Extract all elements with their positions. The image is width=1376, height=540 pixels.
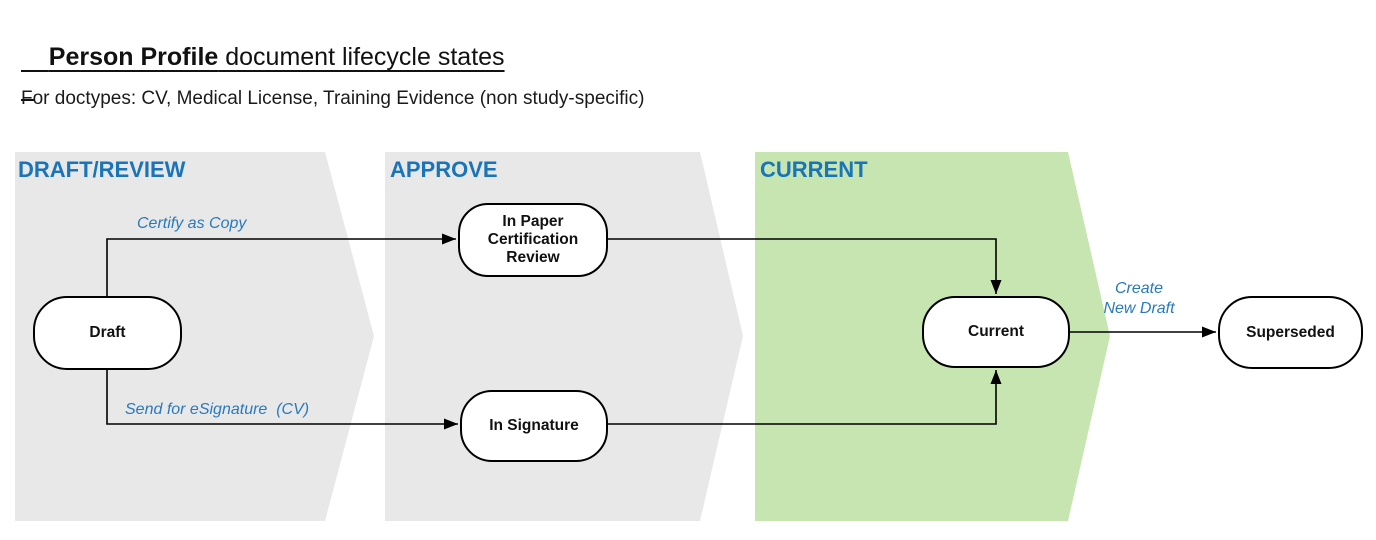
node-draft: Draft bbox=[33, 296, 182, 370]
node-in-paper-certification-review: In Paper Certification Review bbox=[458, 203, 608, 277]
edge-label-certify-as-copy: Certify as Copy bbox=[137, 215, 247, 232]
edge-in-paper-certification-review-to-current bbox=[608, 238, 1002, 294]
node-superseded: Superseded bbox=[1218, 296, 1363, 369]
node-in-signature: In Signature bbox=[460, 390, 608, 462]
node-current: Current bbox=[922, 296, 1070, 368]
subtitle-doctypes: For doctypes: CV, Medical License, Train… bbox=[21, 88, 645, 109]
edge-draft-to-in-signature bbox=[106, 370, 458, 430]
page-title-rest: document lifecycle states bbox=[218, 43, 505, 71]
band-label-draft-review: DRAFT/REVIEW bbox=[18, 157, 186, 182]
edge-label-send-for-esignature-cv: Send for eSignature (CV) bbox=[125, 401, 310, 418]
edge-in-signature-to-current bbox=[608, 370, 1002, 425]
page-title-bold: Person Profile bbox=[48, 43, 219, 71]
band-draft-review-shape bbox=[15, 152, 374, 521]
page-title: Person Profile document lifecycle states bbox=[21, 14, 505, 101]
band-label-current: CURRENT bbox=[760, 157, 868, 182]
edge-label-create-new-draft: Create New Draft bbox=[1103, 280, 1175, 317]
edge-draft-to-in-paper-certification-review bbox=[106, 233, 456, 296]
band-label-approve: APPROVE bbox=[390, 157, 498, 182]
